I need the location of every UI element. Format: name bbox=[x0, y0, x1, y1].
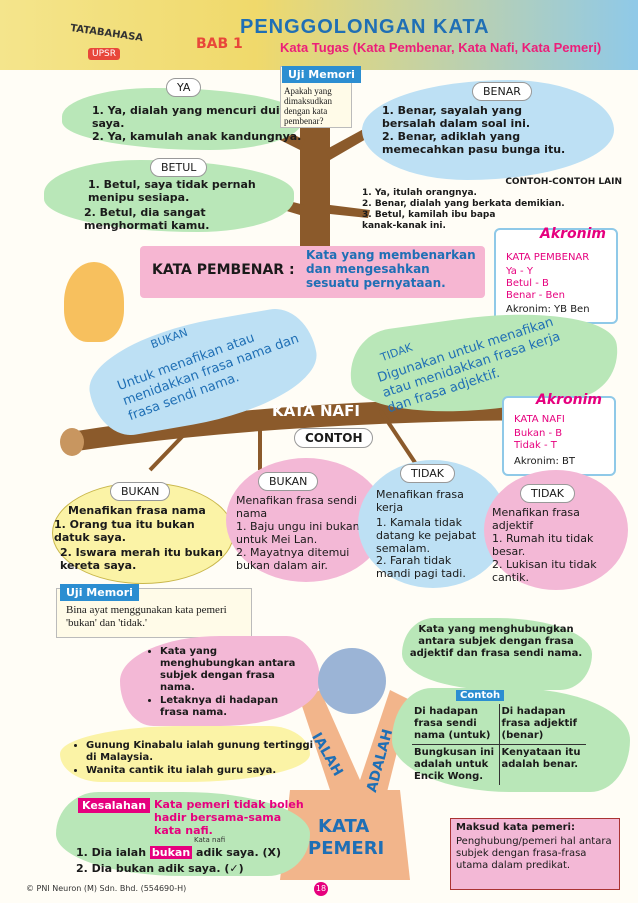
adalah-table-cell-1-1: Di hadapan frasa sendi nama (untuk) bbox=[412, 704, 500, 744]
nafi-leaf-4-head: Menafikan frasa adjektif bbox=[492, 506, 580, 532]
pembenar-def-label: KATA PEMBENAR : bbox=[152, 262, 295, 278]
kata-nafi-branch-label: KATA NAFI bbox=[272, 402, 360, 420]
owl-mascot-icon bbox=[64, 262, 124, 342]
adalah-description: Kata yang menghubungkan antara subjek de… bbox=[409, 624, 583, 659]
nafi-leaf-1-head: Menafikan frasa nama bbox=[68, 504, 206, 517]
nafi-leaf-1-title: BUKAN bbox=[110, 482, 171, 501]
correct-example-2: 2. Dia bukan adik saya. (✓) bbox=[76, 862, 244, 875]
ya-leaf bbox=[62, 88, 302, 150]
wrong-example-1: 1. Dia ialah bukan adik saya. (X) bbox=[76, 846, 281, 859]
akronim-row-2-1: Bukan - B bbox=[514, 428, 563, 439]
maksud-text: Penghubung/pemeri hal antara subjek deng… bbox=[456, 836, 612, 871]
pembenar-def-text: Kata yang membenarkan dan mengesahkan se… bbox=[306, 248, 476, 290]
akronim-title-1: Akronim bbox=[540, 226, 607, 242]
akronim-box-2 bbox=[502, 396, 616, 476]
betul-item-1: 1. Betul, saya tidak pernah menipu sesia… bbox=[88, 178, 256, 204]
footer-copyright: © PNI Neuron (M) Sdn. Bhd. (554690-H) bbox=[26, 884, 187, 893]
nafi-leaf-3-head: Menafikan frasa kerja bbox=[376, 488, 464, 514]
akronim-result-2: Akronim: BT bbox=[514, 456, 576, 467]
nafi-leaf-1-item-1: 1. Orang tua itu bukan datuk saya. bbox=[54, 518, 195, 544]
contoh-lain-item-3: 3. Betul, kamilah ibu bapa kanak-kanak i… bbox=[362, 210, 496, 231]
uji-memori-label-2: Uji Memori bbox=[60, 584, 139, 601]
ialah-definition-leaf bbox=[120, 636, 320, 726]
page-subtitle: Kata Tugas (Kata Pembenar, Kata Nafi, Ka… bbox=[280, 40, 602, 55]
chapter-label: BAB 1 bbox=[196, 36, 243, 52]
trunk-pemeri: PEMERI bbox=[308, 838, 385, 859]
wrong-example-1-pre: 1. Dia ialah bbox=[76, 846, 147, 859]
betul-item-2: 2. Betul, dia sangat menghormati kamu. bbox=[84, 206, 210, 232]
kata-nafi-annotation: Kata nafi bbox=[194, 836, 226, 844]
page-number: 18 bbox=[314, 882, 328, 896]
nafi-leaf-4-title: TIDAK bbox=[520, 484, 575, 503]
ialah-point-2: Letaknya di hadapan frasa nama. bbox=[160, 695, 310, 719]
akronim-row-1-1: Ya - Y bbox=[506, 266, 533, 277]
akronim-title-2: Akronim bbox=[536, 392, 603, 408]
trunk-kata: KATA bbox=[318, 816, 370, 837]
ialah-points: Kata yang menghubungkan antara subjek de… bbox=[146, 646, 310, 720]
betul-title: BETUL bbox=[150, 158, 208, 177]
uji-memori-label-1: Uji Memori bbox=[282, 66, 361, 83]
wrong-example-1-mark: bukan bbox=[149, 846, 193, 859]
ialah-example-1: Gunung Kinabalu ialah gunung tertinggi d… bbox=[86, 740, 314, 764]
adalah-example-leaf bbox=[392, 688, 630, 792]
nafi-leaf-4-item-2: 2. Lukisan itu tidak cantik. bbox=[492, 558, 597, 584]
adalah-definition-leaf bbox=[402, 618, 592, 690]
ialah-point-1: Kata yang menghubungkan antara subjek de… bbox=[160, 646, 310, 694]
adalah-table-cell-2-1: Bungkusan ini adalah untuk Encik Wong. bbox=[412, 745, 500, 785]
bird-mascot-icon bbox=[318, 648, 386, 714]
page-title: PENGGOLONGAN KATA bbox=[240, 16, 490, 38]
ya-item-2: 2. Ya, kamulah anak kandungnya. bbox=[92, 130, 302, 143]
akronim-row-1-2: Betul - B bbox=[506, 278, 549, 289]
ialah-examples: Gunung Kinabalu ialah gunung tertinggi d… bbox=[72, 740, 314, 778]
ya-item-1: 1. Ya, dialah yang mencuri duit saya. bbox=[92, 104, 285, 130]
contoh-lain-box: CONTOH-CONTOH LAIN 1. Ya, itulah orangny… bbox=[362, 176, 622, 246]
nafi-leaf-3-title: TIDAK bbox=[400, 464, 455, 483]
adalah-table-cell-2-2: Kenyataan itu adalah benar. bbox=[501, 747, 581, 770]
contoh-lain-title: CONTOH-CONTOH LAIN bbox=[505, 177, 622, 187]
upsr-badge: UPSR bbox=[88, 48, 120, 60]
ya-title: YA bbox=[166, 78, 202, 97]
uji-memori-question-1: Apakah yang dimaksudkan dengan kata pemb… bbox=[284, 86, 332, 126]
benar-item-1: 1. Benar, sayalah yang bersalah dalam so… bbox=[382, 104, 531, 130]
benar-title: BENAR bbox=[472, 82, 532, 101]
maksud-title: Maksud kata pemeri: bbox=[456, 822, 575, 833]
contoh-lain-item-2: 2. Benar, dialah yang berkata demikian. bbox=[362, 199, 565, 209]
akronim-row-2-2: Tidak - T bbox=[514, 440, 557, 451]
adalah-table-cell-1-2: Di hadapan frasa adjektif (benar) bbox=[501, 706, 578, 741]
nafi-leaf-2-item-1: 1. Baju ungu ini bukan untuk Mei Lan. bbox=[236, 520, 360, 546]
adalah-table: Di hadapan frasa sendi nama (untuk) Di h… bbox=[412, 704, 586, 785]
contoh-lain-item-1: 1. Ya, itulah orangnya. bbox=[362, 188, 477, 198]
pembenar-definition-box bbox=[140, 246, 485, 298]
nafi-leaf-3-item-2: 2. Farah tidak mandi pagi tadi. bbox=[376, 554, 466, 580]
nafi-leaf-2-title: BUKAN bbox=[258, 472, 319, 491]
akronim-head-1: KATA PEMBENAR bbox=[506, 252, 590, 263]
maksud-box bbox=[450, 818, 620, 890]
uji-memori-question-2: Bina ayat menggunakan kata pemeri 'bukan… bbox=[66, 604, 227, 629]
ialah-example-2: Wanita cantik itu ialah guru saya. bbox=[86, 765, 314, 777]
nafi-leaf-2-item-2: 2. Mayatnya ditemui bukan dalam air. bbox=[236, 546, 350, 572]
adalah-contoh-label: Contoh bbox=[456, 690, 505, 701]
akronim-head-2: KATA NAFI bbox=[514, 414, 565, 425]
nafi-contoh-label: CONTOH bbox=[294, 428, 374, 448]
ialah-example-leaf bbox=[60, 726, 310, 782]
benar-item-2: 2. Benar, adiklah yang memecahkan pasu b… bbox=[382, 130, 566, 156]
akronim-result-1: Akronim: YB Ben bbox=[506, 304, 590, 315]
kesalahan-text: Kata pemeri tidak boleh hadir bersama-sa… bbox=[154, 798, 304, 837]
kesalahan-label: Kesalahan bbox=[78, 798, 151, 813]
wrong-example-1-post: adik saya. (X) bbox=[196, 846, 281, 859]
nafi-leaf-3-item-1: 1. Kamala tidak datang ke pejabat semala… bbox=[376, 516, 477, 555]
nafi-leaf-4-item-1: 1. Rumah itu tidak besar. bbox=[492, 532, 594, 558]
akronim-row-1-3: Benar - Ben bbox=[506, 290, 565, 301]
nafi-leaf-2-head: Menafikan frasa sendi nama bbox=[236, 494, 357, 520]
nafi-leaf-1-item-2: 2. Iswara merah itu bukan kereta saya. bbox=[60, 546, 223, 572]
